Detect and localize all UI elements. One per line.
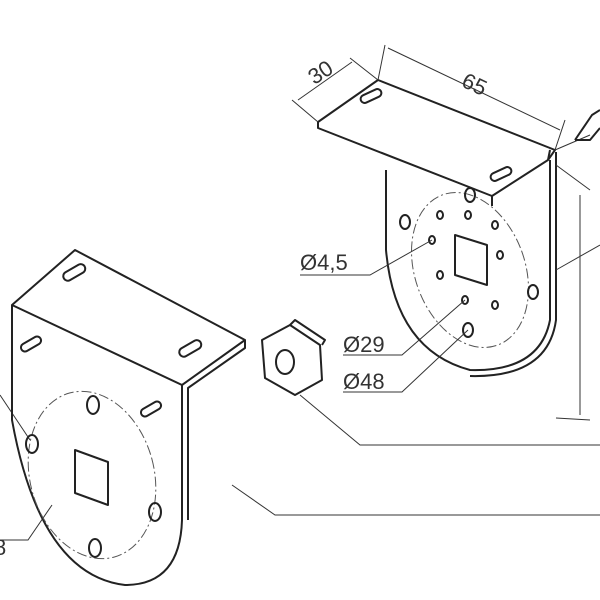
right-bracket xyxy=(317,79,557,378)
square-nut xyxy=(261,319,326,396)
dim-hole-outer-label: Ø48 xyxy=(343,369,385,394)
dim-hole-small-label: Ø4,5 xyxy=(300,250,348,275)
dim-height-label: 80 xyxy=(598,290,600,314)
dim-width-label: 65 xyxy=(458,68,491,101)
dim-left-partial-label: 8 xyxy=(0,535,6,560)
dim-depth-label: 30 xyxy=(303,55,337,89)
left-bracket xyxy=(11,249,246,586)
dimension-lines xyxy=(0,44,600,541)
dim-hole-inner-label: Ø29 xyxy=(343,332,385,357)
